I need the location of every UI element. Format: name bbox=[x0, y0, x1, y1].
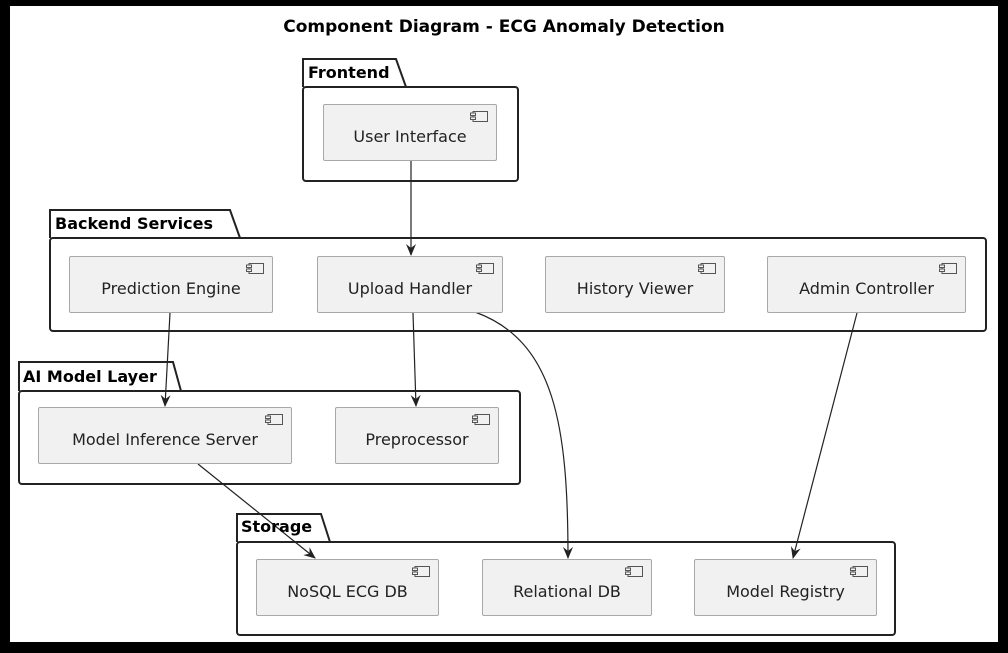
uml-component-icon bbox=[476, 263, 494, 274]
uml-component-icon bbox=[412, 566, 430, 577]
uml-component-icon bbox=[625, 566, 643, 577]
component-label: History Viewer bbox=[576, 279, 694, 298]
component-label: Model Registry bbox=[726, 582, 845, 601]
component-preprocessor[interactable]: Preprocessor bbox=[335, 407, 499, 464]
component-prediction-engine[interactable]: Prediction Engine bbox=[69, 256, 273, 313]
package-ai-label: AI Model Layer bbox=[23, 367, 157, 386]
component-model-registry[interactable]: Model Registry bbox=[694, 559, 877, 616]
component-label: Upload Handler bbox=[347, 279, 473, 298]
diagram-lines bbox=[18, 58, 987, 636]
component-model-inference-server[interactable]: Model Inference Server bbox=[38, 407, 292, 464]
component-label: Prediction Engine bbox=[101, 279, 241, 298]
uml-component-icon bbox=[850, 566, 868, 577]
component-relational-db[interactable]: Relational DB bbox=[482, 559, 652, 616]
component-user-interface[interactable]: User Interface bbox=[323, 104, 497, 161]
arrow-upload-to-preprocessor bbox=[410, 312, 421, 407]
component-label: Model Inference Server bbox=[72, 430, 258, 449]
component-nosql-ecg-db[interactable]: NoSQL ECG DB bbox=[256, 559, 439, 616]
diagram-title: Component Diagram - ECG Anomaly Detectio… bbox=[283, 17, 725, 37]
uml-component-icon bbox=[470, 111, 488, 122]
uml-component-icon bbox=[698, 263, 716, 274]
arrow-prediction-to-inference bbox=[160, 312, 171, 407]
component-history-viewer[interactable]: History Viewer bbox=[545, 256, 725, 313]
uml-component-icon bbox=[246, 263, 264, 274]
package-backend-frame bbox=[49, 209, 987, 332]
diagram-canvas: Component Diagram - ECG Anomaly Detectio… bbox=[10, 6, 998, 642]
uml-component-icon bbox=[265, 414, 283, 425]
uml-component-icon bbox=[939, 263, 957, 274]
arrow-admin-to-registry bbox=[790, 312, 858, 559]
arrow-inference-to-nosql bbox=[197, 463, 316, 559]
package-storage-label: Storage bbox=[241, 517, 313, 536]
component-label: NoSQL ECG DB bbox=[287, 582, 408, 601]
component-admin-controller[interactable]: Admin Controller bbox=[767, 256, 966, 313]
component-upload-handler[interactable]: Upload Handler bbox=[317, 256, 503, 313]
package-frontend-label: Frontend bbox=[308, 63, 390, 82]
arrow-upload-to-relational bbox=[474, 311, 573, 559]
component-label: Preprocessor bbox=[365, 430, 469, 449]
package-backend-label: Backend Services bbox=[55, 214, 213, 233]
component-label: User Interface bbox=[353, 127, 467, 146]
component-label: Relational DB bbox=[513, 582, 621, 601]
component-label: Admin Controller bbox=[799, 279, 934, 298]
uml-component-icon bbox=[472, 414, 490, 425]
